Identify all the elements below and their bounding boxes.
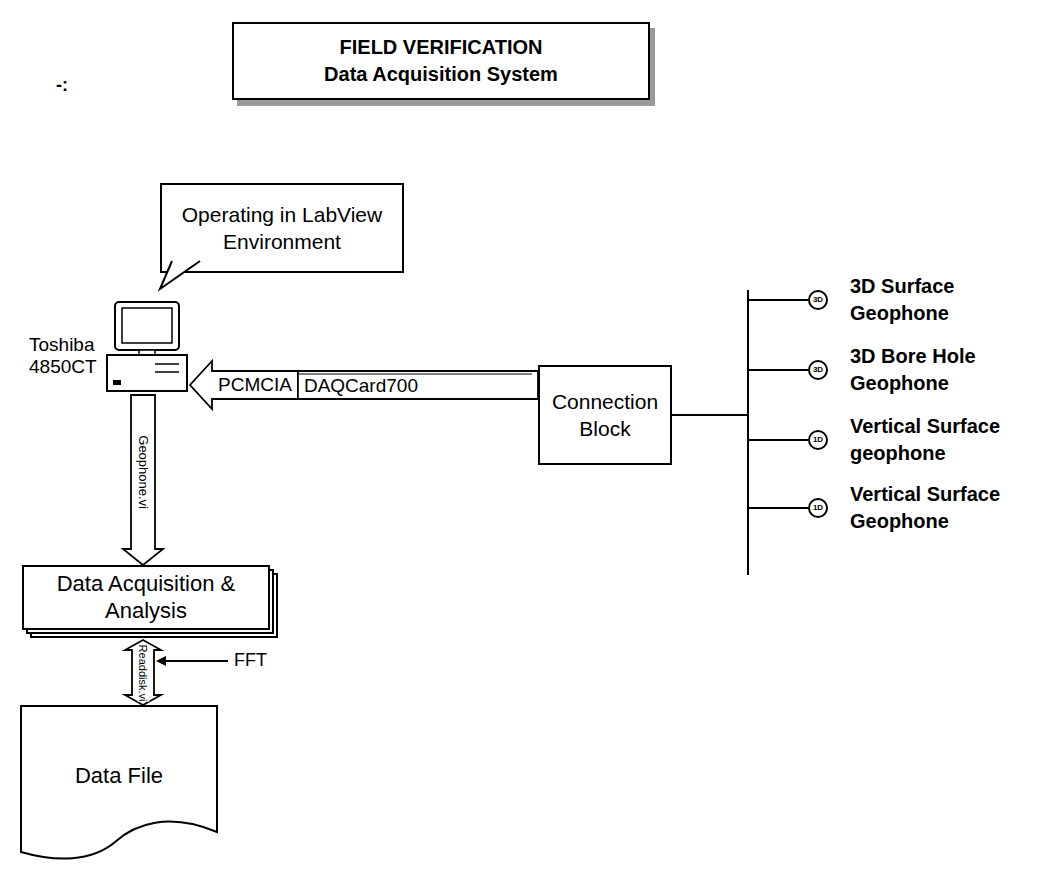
drive-slot (155, 371, 179, 373)
bus-wire (672, 415, 808, 508)
connection-block: Connection Block (538, 365, 672, 465)
geophone-label: 3D Bore Hole Geophone (850, 343, 1026, 397)
card-edge (298, 374, 532, 375)
fft-leader-head (156, 656, 166, 666)
block-arrow (190, 361, 538, 409)
bus-wire (672, 415, 808, 440)
bus-label: PCMCIA (218, 375, 292, 395)
geophone-label: 3D Surface Geophone (850, 273, 1026, 327)
callout-bubble: Operating in LabView Environment (160, 183, 404, 273)
card-label: DAQCard700 (304, 376, 418, 396)
geophone-label: Vertical Surface Geophone (850, 481, 1026, 535)
card-divider (297, 371, 299, 399)
vi-label: Geophone.vi (136, 435, 150, 509)
block-arrow (123, 395, 163, 565)
geophone-circle: 1DVertical Surface Geophone (808, 498, 828, 518)
callout-tail (160, 261, 220, 301)
computer-label: Toshiba 4850CT (29, 334, 101, 378)
geophone-circle: 3D3D Surface Geophone (808, 290, 828, 310)
drive-slot (155, 363, 179, 365)
document-shape (21, 706, 217, 859)
bus-wire (672, 300, 808, 415)
callout-tail-edge (160, 261, 200, 289)
geophone-label: Vertical Surface geophone (850, 413, 1026, 467)
computer-drawing (105, 300, 190, 395)
box-text: Connection Block (550, 388, 660, 443)
system-unit (107, 355, 187, 391)
callout-text: Operating in LabView Environment (172, 201, 392, 256)
bus-wire (672, 370, 808, 415)
stack-text: Data Acquisition & Analysis (32, 571, 260, 624)
document-text: Data File (20, 763, 218, 789)
fft-leader (162, 660, 228, 662)
process-stack: Data Acquisition & Analysis (22, 565, 270, 630)
circle-code: 1D (813, 504, 823, 512)
circle-code: 3D (813, 296, 823, 304)
geophone-circle: 3D3D Bore Hole Geophone (808, 360, 828, 380)
block-arrow (125, 640, 161, 705)
scan-mark: -: (56, 76, 68, 94)
circle-code: 3D (813, 366, 823, 374)
power-button (113, 380, 121, 385)
callout-label: FFT (234, 650, 267, 672)
computer-icon: Toshiba 4850CT (105, 300, 190, 395)
monitor-screen (122, 308, 172, 343)
geophone-circle: 1DVertical Surface geophone (808, 430, 828, 450)
title-text: FIELD VERIFICATION Data Acquisition Syst… (319, 34, 564, 88)
circle-code: 1D (813, 436, 823, 444)
title-frame: FIELD VERIFICATION Data Acquisition Syst… (232, 22, 650, 100)
callout-tail-fill (160, 261, 200, 289)
vi-label: Readdisk.vi (137, 644, 149, 701)
monitor-case (115, 302, 179, 350)
data-file-document: Data File (20, 705, 218, 860)
